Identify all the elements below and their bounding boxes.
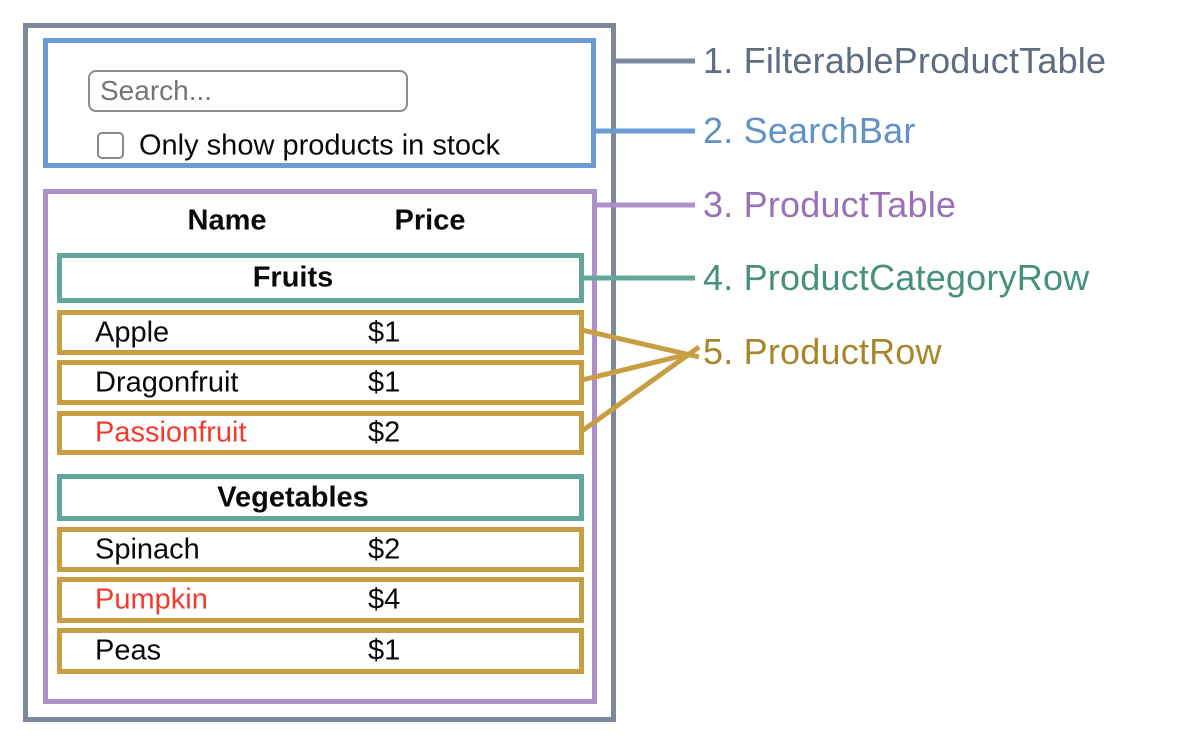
annotation-product-category-row: 4. ProductCategoryRow [703, 257, 1090, 298]
product-row-apple: Apple $1 [57, 310, 584, 355]
product-name: Pumpkin [95, 583, 208, 616]
in-stock-checkbox[interactable] [97, 132, 124, 159]
in-stock-checkbox-label: Only show products in stock [139, 129, 501, 162]
product-name: Peas [95, 634, 162, 667]
product-name: Apple [95, 316, 170, 348]
annotation-product-row: 5. ProductRow [703, 331, 942, 372]
search-input[interactable] [88, 70, 408, 112]
product-table-outline [43, 189, 597, 704]
product-name: Passionfruit [95, 416, 247, 449]
product-price: $4 [368, 583, 401, 616]
product-price: $1 [368, 316, 401, 348]
product-row-dragonfruit: Dragonfruit $1 [57, 360, 584, 405]
product-row-pumpkin: Pumpkin $4 [57, 577, 584, 623]
category-row-vegetables: Vegetables [57, 474, 584, 521]
product-name: Dragonfruit [95, 366, 239, 398]
annotation-search-bar: 2. SearchBar [703, 110, 916, 151]
annotation-filterable-product-table: 1. FilterableProductTable [703, 40, 1107, 81]
name-column-header: Name [187, 204, 267, 237]
product-price: $2 [368, 533, 401, 565]
annotation-product-table: 3. ProductTable [703, 184, 957, 225]
product-row-spinach: Spinach $2 [57, 527, 584, 572]
price-column-header: Price [394, 204, 466, 237]
product-price: $1 [368, 366, 401, 398]
product-price: $2 [368, 416, 401, 449]
category-label: Vegetables [217, 481, 369, 513]
product-row-peas: Peas $1 [57, 628, 584, 674]
product-row-passionfruit: Passionfruit $2 [57, 411, 584, 455]
category-label: Fruits [252, 261, 334, 294]
product-name: Spinach [95, 533, 200, 565]
search-bar-outline [43, 38, 596, 168]
product-price: $1 [368, 634, 401, 667]
category-row-fruits: Fruits [57, 253, 584, 303]
